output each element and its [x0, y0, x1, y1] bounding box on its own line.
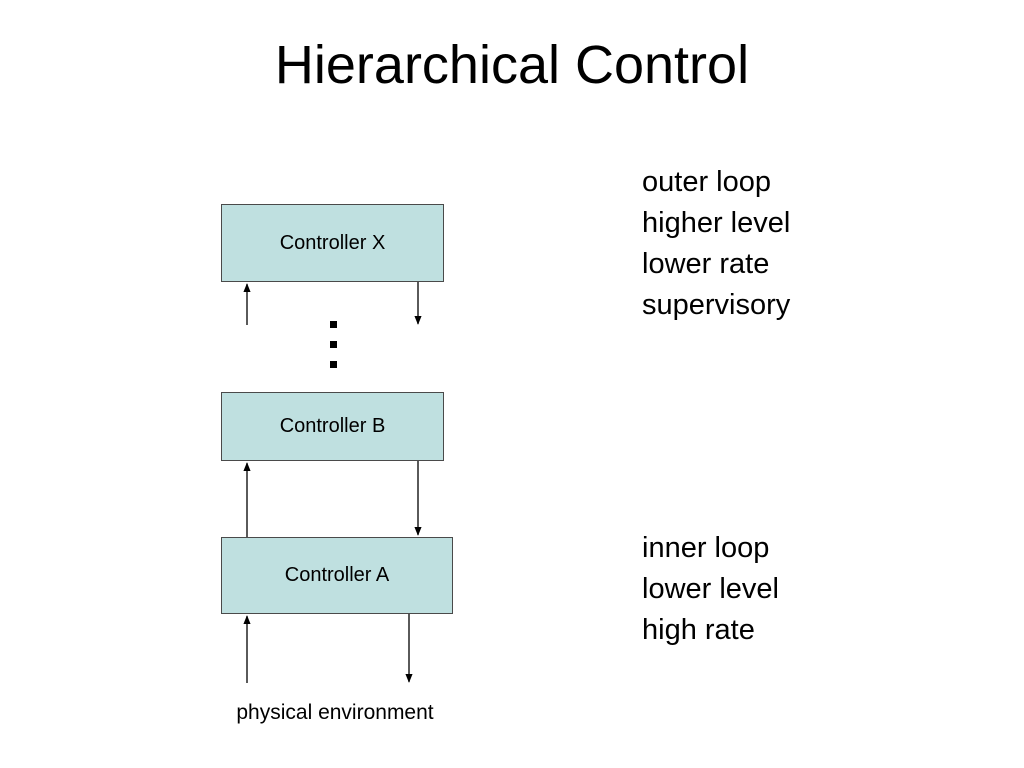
- outer-loop-notes: outer loop higher level lower rate super…: [642, 162, 790, 326]
- ellipsis-dot: [330, 341, 337, 348]
- inner-loop-notes: inner loop lower level high rate: [642, 528, 779, 651]
- inner-note: high rate: [642, 614, 755, 646]
- controller-x-box: Controller X: [221, 204, 444, 282]
- ellipsis-dot: [330, 361, 337, 368]
- outer-note: supervisory: [642, 289, 791, 321]
- outer-note: higher level: [642, 207, 791, 239]
- slide-title: Hierarchical Control: [274, 35, 750, 95]
- inner-note: lower level: [642, 573, 779, 605]
- outer-note: outer loop: [642, 166, 771, 198]
- controller-a-label: Controller A: [284, 564, 390, 586]
- physical-environment-label: physical environment: [236, 701, 434, 724]
- controller-a-box: Controller A: [221, 537, 453, 614]
- outer-note: lower rate: [642, 248, 770, 280]
- inner-note: inner loop: [642, 532, 770, 564]
- ellipsis-dot: [330, 321, 337, 328]
- controller-x-label: Controller X: [279, 231, 386, 254]
- controller-b-label: Controller B: [279, 415, 386, 437]
- controller-b-box: Controller B: [221, 392, 444, 461]
